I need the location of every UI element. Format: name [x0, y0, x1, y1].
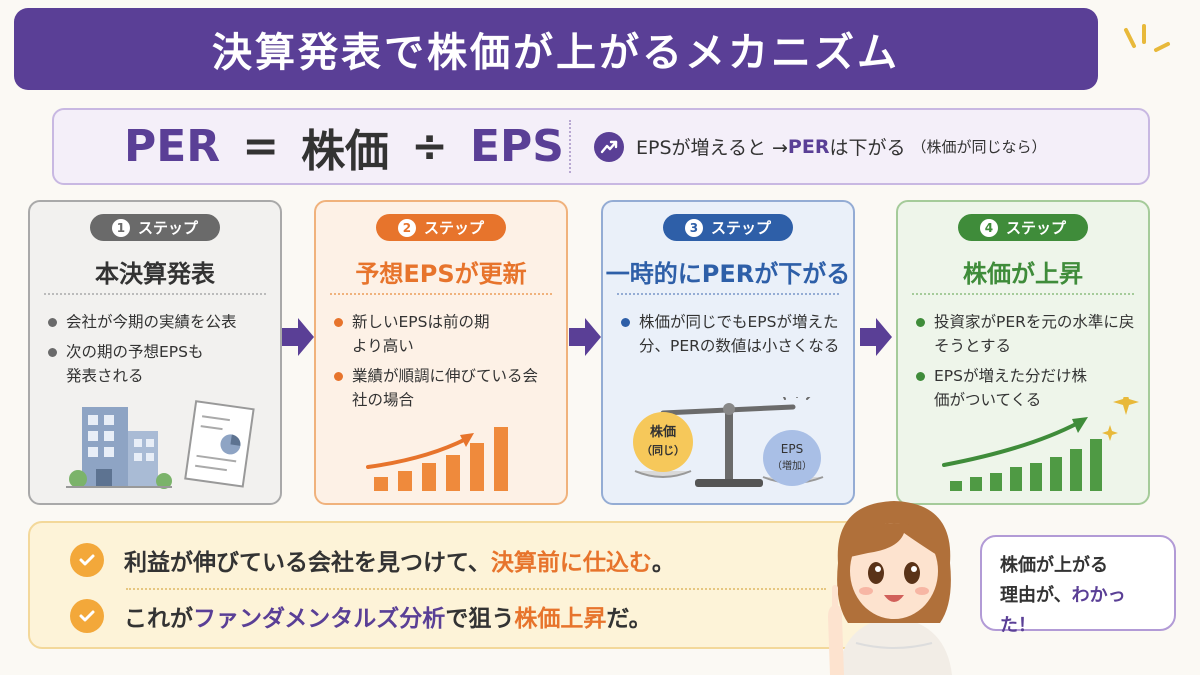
arrow-right-icon	[282, 318, 314, 356]
step-title: 本決算発表	[95, 260, 215, 288]
step-divider	[44, 293, 266, 295]
scale-weight-eps: EPS （増加）	[763, 430, 821, 486]
step-divider	[912, 293, 1134, 295]
formula-equals: =	[242, 121, 280, 172]
step-number: 1	[111, 218, 130, 237]
step-title: 株価が上昇	[963, 260, 1083, 288]
step-bullets: 会社が今期の実績を公表 次の期の予想EPSも発表される	[46, 310, 272, 394]
girl-character-illustration	[828, 501, 952, 675]
step-bullets: 株価が同じでもEPSが増えた分、PERの数値は小さくなる	[619, 310, 845, 364]
scale-left-label: 株価	[649, 425, 676, 440]
summary-row-2: これが ファンダメンタルズ分析 で狙う 株価上昇 だ。	[70, 599, 652, 633]
formula-note-per: PER	[787, 135, 830, 158]
summary-box: 利益が伸びている会社を見つけて、 決算前に仕込む 。 これが ファンダメンタルズ…	[28, 521, 880, 649]
rising-bar-chart-illustration	[366, 427, 508, 491]
trend-up-icon	[594, 131, 624, 162]
step-number: 4	[979, 218, 998, 237]
formula-note: EPSが増えると → PER は下がる （株価が同じなら）	[594, 110, 1047, 183]
check-circle-icon	[70, 543, 104, 577]
step-badge: 4 ステップ	[958, 214, 1088, 241]
step-title: 一時的にPERが下がる	[605, 260, 851, 288]
step-bullet: 業績が順調に伸びている会社の場合	[332, 364, 542, 412]
balance-scale-illustration	[634, 397, 824, 487]
arrow-right-icon	[860, 318, 892, 356]
summary-2-highlight-purple: ファンダメンタルズ分析	[193, 606, 446, 632]
summary-divider	[126, 588, 826, 590]
step-badge-label: ステップ	[710, 219, 771, 237]
step-divider	[617, 293, 839, 295]
step-number: 3	[684, 218, 703, 237]
step-bullets: 投資家がPERを元の水準に戻そうとする EPSが増えた分だけ株価がついてくる	[914, 310, 1140, 418]
step-bullet: 次の期の予想EPSも発表される	[46, 340, 216, 388]
arrow-right-icon	[569, 318, 601, 356]
step-badge-label: ステップ	[137, 219, 198, 237]
step-bullet: 新しいEPSは前の期より高い	[332, 310, 492, 358]
formula-divide: ÷	[411, 121, 448, 172]
formula-divider	[569, 120, 571, 173]
speech-bubble: 株価が上がる 理由が、わかった！	[980, 535, 1176, 636]
summary-2-a: これが	[124, 606, 193, 632]
step-badge: 3 ステップ	[663, 214, 793, 241]
step-divider	[330, 293, 552, 295]
bubble-line-2b: わかった！	[1000, 585, 1126, 636]
formula-price: 株価	[301, 125, 390, 177]
step-badge-label: ステップ	[1005, 219, 1066, 237]
bubble-line-2a: 理由が、	[1000, 585, 1072, 606]
bubble-line-2: 理由が、わかった！	[1000, 581, 1156, 641]
formula-note-condition: （株価が同じなら）	[911, 138, 1047, 156]
growth-chart-illustration	[942, 397, 1139, 491]
step-bullets: 新しいEPSは前の期より高い 業績が順調に伸びている会社の場合	[332, 310, 558, 418]
scale-weight-price: 株価 （同じ）	[633, 412, 693, 472]
check-circle-icon	[70, 599, 104, 633]
step-bullet: 株価が同じでもEPSが増えた分、PERの数値は小さくなる	[619, 310, 847, 358]
step-title: 予想EPSが更新	[355, 260, 527, 288]
sparkle-lines-icon	[1124, 24, 1170, 52]
formula-note-a: EPSが増えると →	[636, 137, 788, 159]
summary-2-e: だ。	[606, 606, 652, 632]
summary-1-highlight: 決算前に仕込む	[490, 550, 652, 576]
scale-left-sub: （同じ）	[641, 444, 685, 457]
summary-2-highlight-orange: 株価上昇	[514, 606, 607, 632]
summary-2-c: で狙う	[445, 606, 515, 632]
summary-1-a: 利益が伸びている会社を見つけて、	[124, 550, 491, 576]
step-card-3: 3 ステップ 一時的にPERが下がる 株価が同じでもEPSが増えた分、PERの数値…	[601, 200, 855, 505]
step-badge: 1 ステップ	[90, 214, 220, 241]
step-card-1: 1 ステップ 本決算発表 会社が今期の実績を公表 次の期の予想EPSも発表される	[28, 200, 282, 505]
step-card-4: 4 ステップ 株価が上昇 投資家がPERを元の水準に戻そうとする EPSが増えた分…	[896, 200, 1150, 505]
summary-1-c: 。	[651, 550, 675, 576]
per-formula: PER = 株価 ÷ EPS	[124, 110, 564, 183]
formula-per: PER	[124, 121, 221, 172]
step-badge-label: ステップ	[423, 219, 484, 237]
step-badge: 2 ステップ	[376, 214, 506, 241]
step-bullet: EPSが増えた分だけ株価がついてくる	[914, 364, 1100, 412]
scale-right-label: EPS	[780, 442, 804, 456]
title-banner: 決算発表で株価が上がるメカニズム	[14, 8, 1098, 90]
step-card-2: 2 ステップ 予想EPSが更新 新しいEPSは前の期より高い 業績が順調に伸びてい…	[314, 200, 568, 505]
formula-box: PER = 株価 ÷ EPS EPSが増えると → PER は下がる （株価が同…	[52, 108, 1150, 185]
bubble-line-1: 株価が上がる	[1000, 555, 1108, 576]
step-bullet: 会社が今期の実績を公表	[46, 310, 272, 334]
step-number: 2	[397, 218, 416, 237]
formula-eps: EPS	[469, 121, 564, 172]
step-bullet: 投資家がPERを元の水準に戻そうとする	[914, 310, 1138, 358]
formula-note-c: は下がる	[829, 137, 906, 159]
summary-row-1: 利益が伸びている会社を見つけて、 決算前に仕込む 。	[70, 543, 675, 577]
scale-right-sub: （増加）	[772, 461, 812, 472]
building-report-illustration	[66, 400, 255, 489]
page-title: 決算発表で株価が上がるメカニズム	[212, 30, 900, 76]
